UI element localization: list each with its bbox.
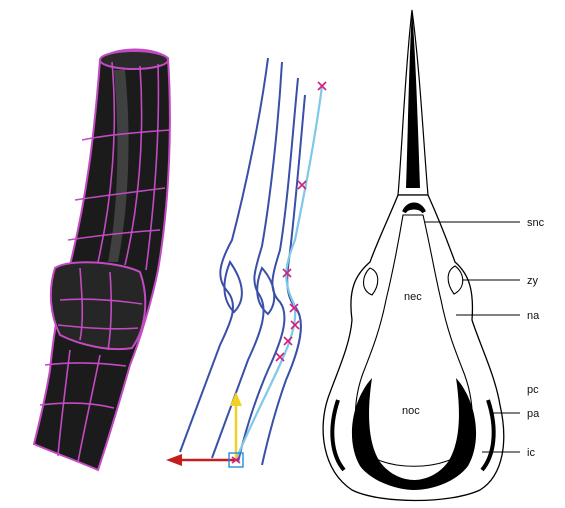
label-pc: pc [527,384,539,396]
transform-gizmo[interactable] [166,392,243,467]
label-zy: zy [527,275,539,287]
surface-model-panel [34,50,170,470]
label-snc: snc [527,217,545,229]
label-noc: noc [402,405,420,417]
guide-curves [180,58,305,465]
label-nec: nec [404,291,422,303]
label-pa: pa [527,408,540,420]
label-na: na [527,310,540,322]
skull-outer-outline [323,195,504,501]
curve-network-panel [166,58,326,467]
y-axis-arrowhead-icon [230,392,242,406]
knuckle-bulge [51,262,145,349]
limb-surface-body [34,50,170,470]
snout-tip-dark [406,10,420,188]
skull-cross-section-panel: nec noc snc zy na pc pa ic [323,10,545,501]
x-axis-arrowhead-icon [166,454,182,466]
label-ic: ic [527,447,535,459]
